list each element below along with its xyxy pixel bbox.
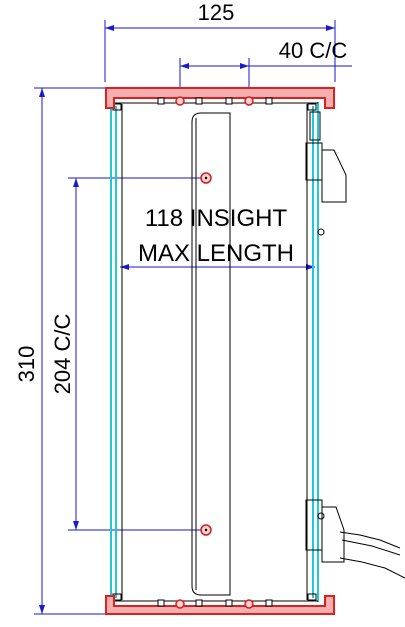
cable (339, 531, 405, 579)
slot-bottom-3 (225, 599, 233, 607)
arrow-insight-left (120, 264, 129, 270)
hole-centers (204, 176, 208, 532)
hole-bottom-right (244, 599, 254, 609)
dim-vertical-spacing-label: 204 C/C (50, 314, 75, 395)
hole-center-upper (204, 176, 208, 180)
frame-slots (157, 97, 273, 607)
arrow-height-bottom (39, 605, 45, 614)
slot-bottom-4 (265, 599, 273, 607)
slot-top-4 (265, 97, 273, 105)
slot-bottom-2 (195, 599, 203, 607)
screw-right-top (317, 228, 325, 236)
dimension-arrows (39, 25, 335, 614)
arrow-hole-left (180, 63, 189, 69)
glass-panels (110, 102, 319, 602)
slot-top-2 (195, 97, 203, 105)
tab-right-top (307, 103, 317, 111)
hinge-bottom (305, 499, 345, 563)
slot-bottom-1 (157, 599, 165, 607)
frame-bottom (105, 595, 335, 615)
screw-right-bottom (317, 512, 325, 520)
dimension-lines (34, 20, 352, 615)
hole-top-left (175, 96, 185, 106)
arrow-hole-right (240, 63, 249, 69)
arrow-width-left (105, 25, 114, 31)
dim-overall-height-label: 310 (14, 346, 39, 383)
frame-top (105, 87, 335, 109)
end-frames (105, 87, 335, 615)
slot-top-3 (225, 97, 233, 105)
body-outline (112, 102, 405, 602)
hole-top-right (244, 96, 254, 106)
hole-bottom-left (175, 599, 185, 609)
tab-right-bottom (307, 593, 317, 601)
arrow-width-right (326, 25, 335, 31)
mounting-holes (175, 96, 254, 609)
arrow-vertical-top (73, 178, 79, 187)
hole-center-lower (204, 528, 208, 532)
dim-hole-spacing-label: 40 C/C (279, 38, 348, 63)
arrow-vertical-bottom (73, 521, 79, 530)
insight-label-line2: MAX LENGTH (138, 240, 294, 267)
hinge-top-small (309, 111, 321, 141)
arrow-height-top (39, 88, 45, 97)
insight-label-line1: 118 INSIGHT (145, 205, 288, 232)
dim-overall-width-label: 125 (198, 0, 235, 25)
cable-inner (341, 539, 401, 556)
central-bracket (191, 112, 231, 596)
slot-top-1 (157, 97, 165, 105)
arrow-insight-right (306, 264, 315, 270)
hinge-top (305, 142, 347, 203)
